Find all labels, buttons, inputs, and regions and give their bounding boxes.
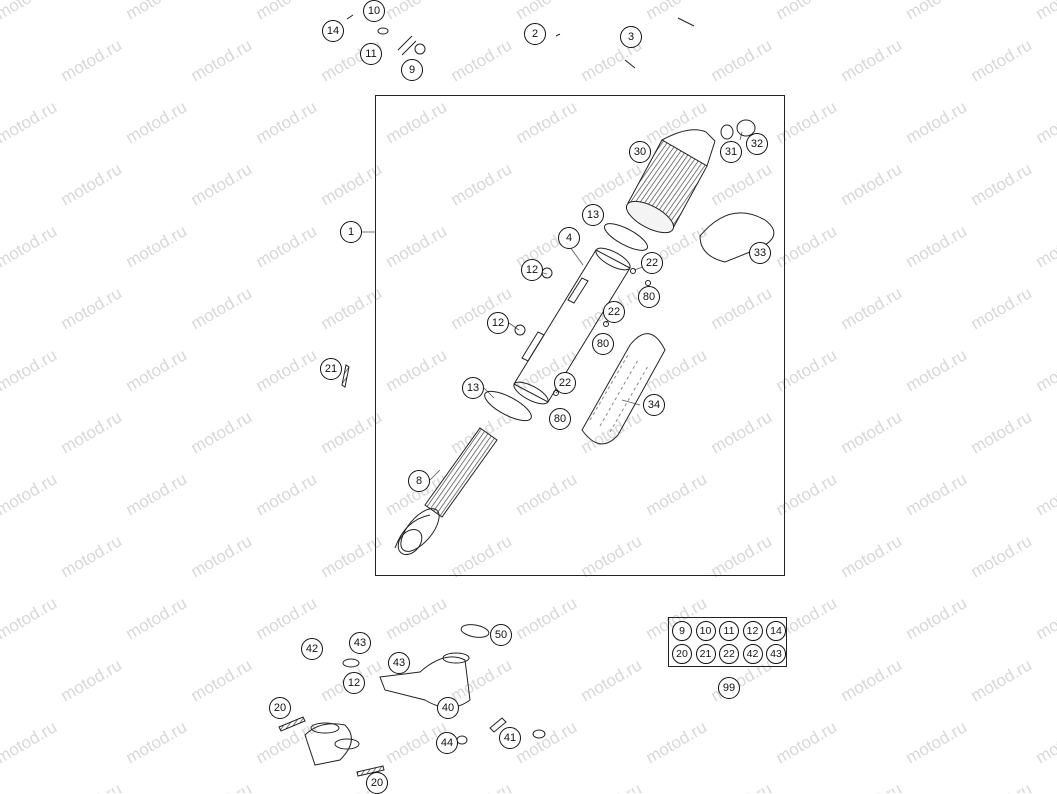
callout-9: 9 bbox=[401, 59, 423, 81]
kit-cell-9: 9 bbox=[672, 621, 692, 641]
callout-34: 34 bbox=[643, 394, 665, 416]
callout-44: 44 bbox=[436, 732, 458, 754]
inlet-tube-8 bbox=[393, 428, 497, 559]
callout-43: 43 bbox=[388, 652, 410, 674]
kit-cell-10: 10 bbox=[696, 621, 716, 641]
top-small-parts bbox=[347, 15, 694, 68]
callout-80: 80 bbox=[638, 286, 660, 308]
callout-80: 80 bbox=[549, 408, 571, 430]
callout-10: 10 bbox=[363, 0, 385, 22]
callout-22: 22 bbox=[554, 372, 576, 394]
callout-20: 20 bbox=[269, 697, 291, 719]
callout-50: 50 bbox=[490, 624, 512, 646]
callout-4: 4 bbox=[558, 227, 580, 249]
callout-33: 33 bbox=[749, 242, 771, 264]
callout-32: 32 bbox=[746, 133, 768, 155]
kit-cell-42: 42 bbox=[743, 644, 763, 664]
end-cap-30 bbox=[622, 120, 755, 239]
callout-12: 12 bbox=[521, 259, 543, 281]
gasket-13b bbox=[481, 386, 535, 426]
callout-1: 1 bbox=[340, 221, 362, 243]
kit-cell-11: 11 bbox=[719, 621, 739, 641]
callout-12: 12 bbox=[343, 672, 365, 694]
callout-3: 3 bbox=[620, 26, 642, 48]
callout-22: 22 bbox=[641, 252, 663, 274]
callout-2: 2 bbox=[524, 23, 546, 45]
kit-cell-12: 12 bbox=[743, 621, 763, 641]
kit-cell-22: 22 bbox=[719, 644, 739, 664]
callout-40: 40 bbox=[437, 697, 459, 719]
callout-42: 42 bbox=[301, 638, 323, 660]
callout-22: 22 bbox=[603, 301, 625, 323]
callout-8: 8 bbox=[408, 470, 430, 492]
kit-cell-14: 14 bbox=[766, 621, 786, 641]
callout-14: 14 bbox=[322, 20, 344, 42]
kit-cell-20: 20 bbox=[672, 644, 692, 664]
kit-cell-21: 21 bbox=[696, 644, 716, 664]
bracket-b bbox=[522, 332, 544, 361]
callout-12: 12 bbox=[487, 312, 509, 334]
callout-11: 11 bbox=[360, 43, 382, 65]
callout-80: 80 bbox=[592, 333, 614, 355]
callout-30: 30 bbox=[629, 141, 651, 163]
callout-43: 43 bbox=[349, 632, 371, 654]
callout-13: 13 bbox=[462, 377, 484, 399]
callout-20: 20 bbox=[366, 772, 388, 794]
callout-kit-99: 99 bbox=[718, 677, 740, 699]
spring-21 bbox=[342, 365, 349, 387]
callout-31: 31 bbox=[720, 141, 742, 163]
kit-cell-43: 43 bbox=[766, 644, 786, 664]
callout-13: 13 bbox=[582, 204, 604, 226]
callout-21: 21 bbox=[320, 358, 342, 380]
callout-41: 41 bbox=[499, 727, 521, 749]
